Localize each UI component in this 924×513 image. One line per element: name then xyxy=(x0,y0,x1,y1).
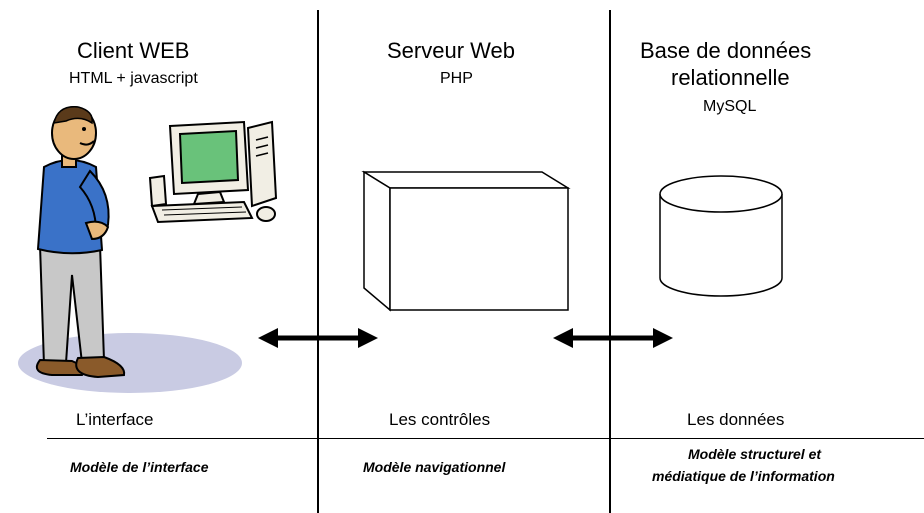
footer-divider xyxy=(47,438,924,439)
desktop-computer-icon xyxy=(148,120,278,224)
client-title: Client WEB xyxy=(77,38,190,63)
database-cylinder-icon xyxy=(659,175,783,297)
database-model-label-line1: Modèle structurel et xyxy=(688,446,822,462)
client-model-label: Modèle de l’interface xyxy=(70,459,209,475)
column-divider-left xyxy=(317,10,319,513)
double-headed-arrow-icon xyxy=(258,328,378,348)
double-headed-arrow-icon xyxy=(553,328,673,348)
database-subtitle: MySQL xyxy=(703,98,757,115)
database-model-label-line2: médiatique de l’information xyxy=(652,468,835,484)
server-title: Serveur Web xyxy=(387,38,515,63)
server-layer-label: Les contrôles xyxy=(389,410,491,429)
server-model-label: Modèle navigationnel xyxy=(363,459,506,475)
client-subtitle: HTML + javascript xyxy=(69,70,198,87)
database-title-line2: relationnelle xyxy=(671,65,790,90)
server-box-icon xyxy=(361,170,571,312)
database-title-line1: Base de données xyxy=(640,38,812,63)
person-standing-icon xyxy=(18,106,242,393)
database-layer-label: Les données xyxy=(687,410,785,429)
client-layer-label: L’interface xyxy=(76,410,154,429)
server-subtitle: PHP xyxy=(440,70,473,87)
column-divider-right xyxy=(609,10,611,513)
